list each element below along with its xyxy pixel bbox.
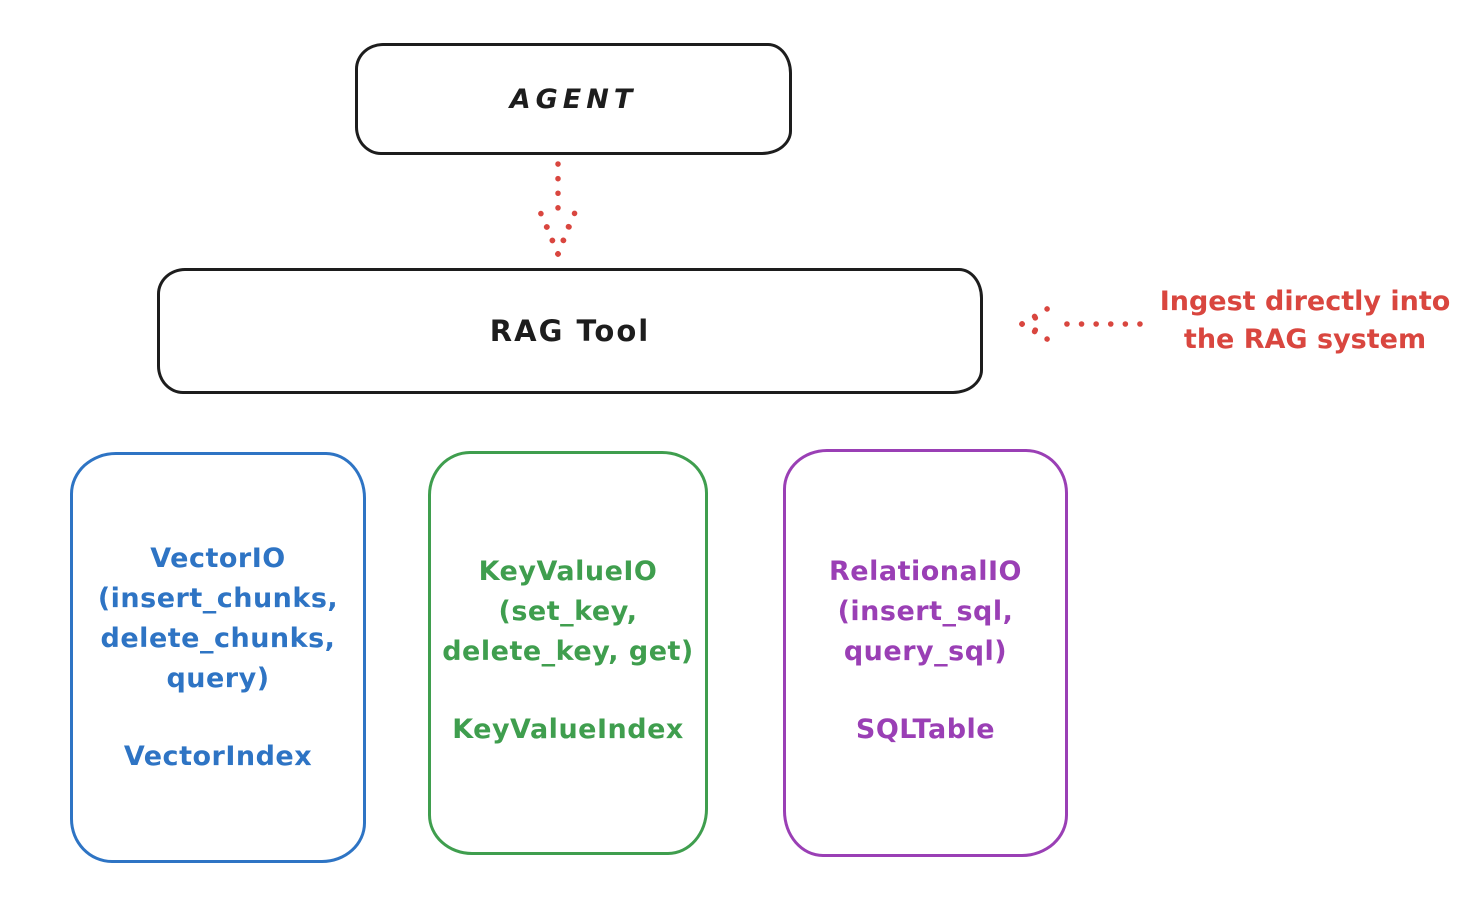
keyvalue-index-label: KeyValueIndex [452, 714, 684, 745]
relational-io-methods-label: RelationalIO (insert_sql, query_sql) [829, 556, 1022, 667]
ingest-dotted-arrow-icon [1019, 303, 1143, 345]
keyvalue-io-methods-label: KeyValueIO (set_key, delete_key, get) [442, 556, 694, 667]
keyvalue-io-node: KeyValueIO (set_key, delete_key, get) Ke… [428, 451, 708, 855]
agent-node-label: AGENT [509, 83, 638, 115]
agent-node: AGENT [355, 43, 792, 155]
sql-table-label: SQLTable [855, 714, 996, 745]
vector-index-label: VectorIndex [123, 741, 313, 772]
agent-to-ragtool-dotted-arrow-icon [533, 161, 583, 257]
rag-tool-node-label: RAG Tool [489, 314, 651, 348]
rag-tool-node: RAG Tool [157, 268, 983, 394]
ingest-annotation-text: Ingest directly into the RAG system [1159, 286, 1451, 355]
vector-io-methods-label: VectorIO (insert_chunks, delete_chunks, … [97, 543, 339, 694]
relational-io-node: RelationalIO (insert_sql, query_sql) SQL… [783, 449, 1068, 857]
vector-io-node: VectorIO (insert_chunks, delete_chunks, … [70, 452, 366, 863]
